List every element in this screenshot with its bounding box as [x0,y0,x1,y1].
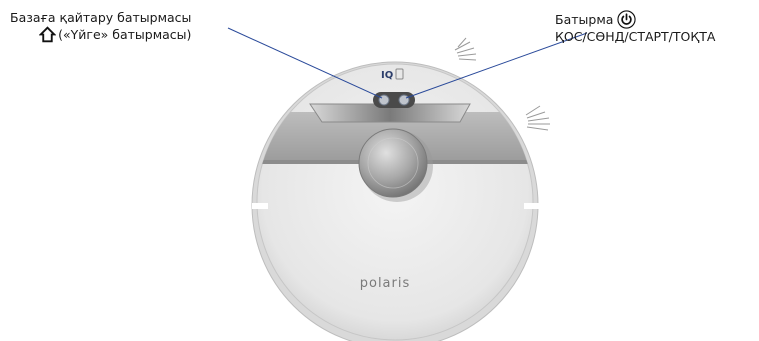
center-dial [358,128,428,198]
laser-window [309,103,471,123]
power-button-callout: Батырма ҚОС/СӨНД/СТАРТ/ТОҚТА [555,10,715,45]
leader-line-power [405,32,588,99]
side-brush-right [525,105,550,131]
home-callout-line1: Базаға қайтару батырмасы [10,10,192,25]
body-notch-left [252,203,268,209]
home-callout-line2: («Үйге» батырмасы) [58,26,192,42]
power-icon [617,10,637,29]
power-callout-line2: ҚОС/СӨНД/СТАРТ/ТОҚТА [555,29,716,44]
power-button[interactable] [398,94,410,106]
iq-badge-text: IQ [381,70,393,81]
home-button[interactable] [378,94,390,106]
power-callout-line1: Батырма [555,11,614,27]
iq-badge: IQ [381,68,404,81]
leader-line-home [227,27,383,99]
home-button-callout: Базаға қайтару батырмасы («Үйге» батырма… [10,10,191,43]
brand-logo: polaris [360,276,411,291]
body-notch-right [524,203,540,209]
side-brush-top-right [454,37,477,61]
home-icon [39,26,57,43]
control-panel [373,92,415,108]
